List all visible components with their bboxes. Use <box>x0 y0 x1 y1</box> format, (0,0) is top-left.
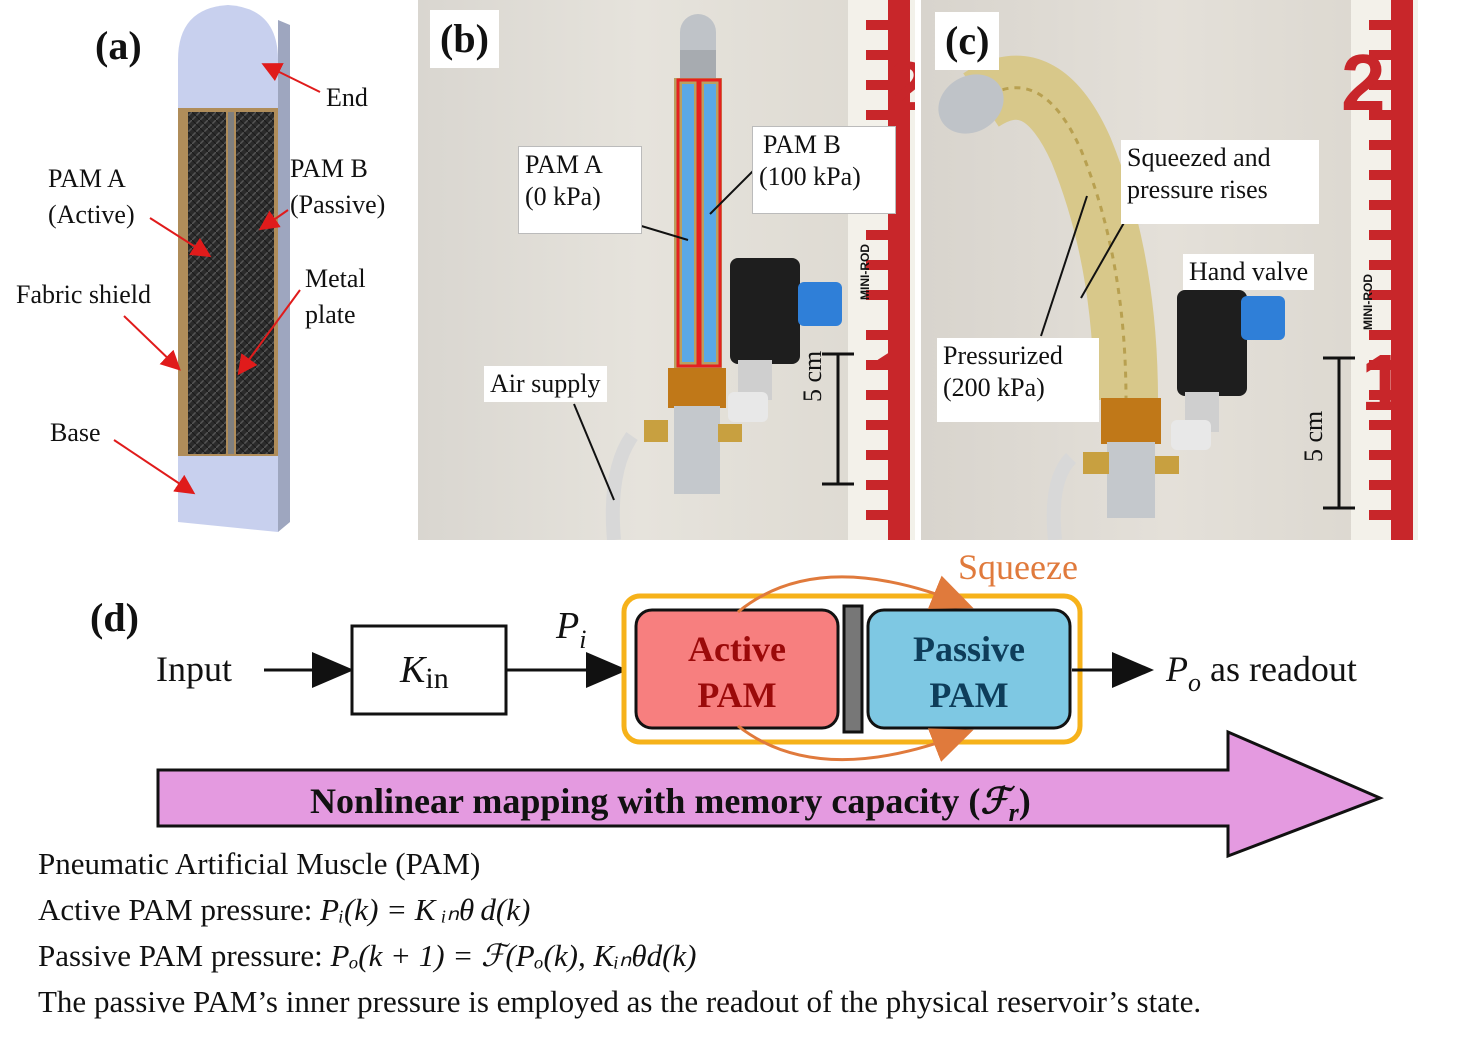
passive-pam-2: PAM <box>929 675 1009 715</box>
kin-sub: in <box>425 662 449 695</box>
arrow-math-sub: r <box>1008 798 1019 827</box>
arrow-math: ℱ <box>980 781 1009 821</box>
label-pam-a-1: PAM A <box>48 164 126 193</box>
caption-line-3: Passive PAM pressure: Pₒ(k + 1) = ℱ(Pₒ(k… <box>38 938 697 974</box>
label-squeezed: Squeezed and pressure rises <box>1121 140 1319 224</box>
active-pam-1: Active <box>688 629 786 669</box>
label-pressurized-1: Pressurized <box>943 341 1063 370</box>
input-label: Input <box>156 649 232 689</box>
po-sub: o <box>1188 668 1201 697</box>
ruler-brand-b: MINI-ROD <box>858 244 872 300</box>
passive-pam-1: Passive <box>913 629 1025 669</box>
label-pam-a-2: (Active) <box>48 200 135 229</box>
arrow-label: Nonlinear mapping with memory capacity (… <box>310 780 1031 828</box>
label-hand-valve: Hand valve <box>1183 254 1315 290</box>
readout-text: as readout <box>1210 649 1357 689</box>
caption-line-3-math: Pₒ(k + 1) = ℱ(Pₒ(k), Kᵢₙθd(k) <box>330 938 697 973</box>
active-pam-2: PAM <box>697 675 777 715</box>
label-b-pam-a-1: PAM A <box>525 150 603 179</box>
panel-c-photo: 2 1 (c) Squeezed and pressure rises Hand… <box>921 0 1418 540</box>
label-pressurized: Pressurized (200 kPa) <box>937 338 1099 422</box>
scale-b: 5 cm <box>798 350 827 402</box>
panel-a-letter: (a) <box>95 23 142 68</box>
panel-b-scene: 2 1 <box>527 0 915 540</box>
po-main: P <box>1166 649 1188 689</box>
caption-line-3-text: Passive PAM pressure: <box>38 938 331 973</box>
caption-line-2-math: Pᵢ(k) = K ᵢₙθ d(k) <box>320 892 531 927</box>
label-metal-2: plate <box>305 300 356 329</box>
label-b-pam-b-1: PAM B <box>763 130 841 159</box>
kin-label: Kin <box>400 648 449 696</box>
pi-label: Pi <box>556 604 586 655</box>
nonlinear-mapping-arrow <box>156 729 1384 859</box>
panel-c-scene: 2 1 <box>938 0 1418 540</box>
panel-c-letter: (c) <box>935 12 1000 70</box>
pam-cad-model <box>113 5 321 532</box>
label-b-pam-b: PAM B (100 kPa) <box>752 126 896 214</box>
label-end: End <box>326 83 368 112</box>
scale-c: 5 cm <box>1299 410 1328 462</box>
svg-text:1: 1 <box>1361 338 1406 427</box>
label-metal-1: Metal <box>305 264 366 293</box>
squeeze-label: Squeeze <box>958 547 1078 587</box>
panel-b-letter: (b) <box>430 10 499 68</box>
label-fabric-shield: Fabric shield <box>16 280 152 309</box>
passive-pam-label: Passive PAM <box>868 626 1070 718</box>
label-pam-b-2: (Passive) <box>290 190 386 219</box>
label-air-supply: Air supply <box>484 366 607 402</box>
caption-line-4: The passive PAM’s inner pressure is empl… <box>38 984 1202 1019</box>
label-pam-b-1: PAM B <box>290 154 368 183</box>
panel-d-letter: (d) <box>90 595 139 640</box>
panel-b-photo: 2 1 (b) PAM A (0 kPa) PAM B (10 <box>418 0 915 540</box>
pi-main: P <box>556 605 580 647</box>
svg-text:2: 2 <box>1341 38 1386 127</box>
label-b-pam-b-2: (100 kPa) <box>759 162 861 191</box>
label-pressurized-2: (200 kPa) <box>943 373 1045 402</box>
po-readout-label: Po as readout <box>1166 648 1357 698</box>
active-pam-label: Active PAM <box>636 626 838 718</box>
kin-main: K <box>400 649 426 691</box>
label-squeezed-2: pressure rises <box>1127 175 1268 204</box>
svg-text:1: 1 <box>873 337 912 415</box>
arrow-text: Nonlinear mapping with memory capacity ( <box>310 781 981 821</box>
panel-d-diagram <box>156 575 1384 859</box>
pi-sub: i <box>579 625 587 654</box>
label-base: Base <box>50 418 101 447</box>
caption-line-2-text: Active PAM pressure: <box>38 892 321 927</box>
ruler-brand-c: MINI-ROD <box>1361 274 1375 330</box>
label-squeezed-1: Squeezed and <box>1127 143 1271 172</box>
arrow-close: ) <box>1018 781 1031 821</box>
label-b-pam-a-2: (0 kPa) <box>525 182 601 211</box>
caption-line-2: Active PAM pressure: Pᵢ(k) = K ᵢₙθ d(k) <box>38 892 530 928</box>
label-b-pam-a: PAM A (0 kPa) <box>518 146 642 234</box>
caption-line-1: Pneumatic Artificial Muscle (PAM) <box>38 846 481 881</box>
svg-text:2: 2 <box>888 47 915 125</box>
